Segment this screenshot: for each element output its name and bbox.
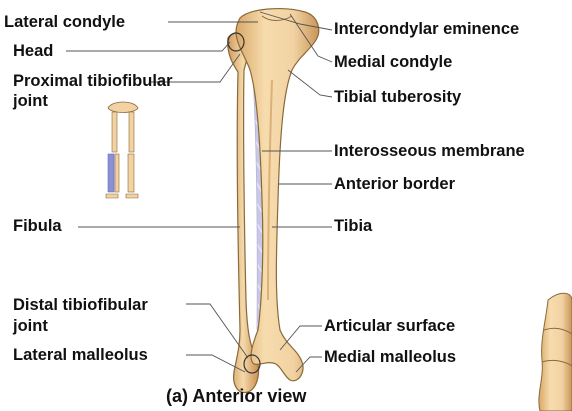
caption: (a) Anterior view [166,386,306,407]
tibia-bone [236,9,319,381]
label-lateral-malleolus: Lateral malleolus [13,346,148,365]
label-distal-tibiofibular: Distal tibiofibular [13,296,148,315]
label-head: Head [13,42,53,61]
label-medial-malleolus: Medial malleolus [324,348,456,367]
label-proximal-joint: joint [13,92,48,111]
label-interosseous-membrane: Interosseous membrane [334,142,525,161]
label-intercondylar-eminence: Intercondylar eminence [334,20,519,39]
label-articular-surface: Articular surface [324,317,455,336]
label-proximal-tibiofibular: Proximal tibiofibular [13,72,173,91]
label-distal-joint: joint [13,317,48,336]
label-tibia: Tibia [334,217,372,236]
label-anterior-border: Anterior border [334,175,455,194]
label-lateral-condyle: Lateral condyle [4,13,125,32]
skeleton-thumbnail [106,102,138,198]
label-fibula: Fibula [13,217,62,236]
label-tibial-tuberosity: Tibial tuberosity [334,88,461,107]
foot-bones-partial [539,293,572,411]
label-medial-condyle: Medial condyle [334,53,452,72]
